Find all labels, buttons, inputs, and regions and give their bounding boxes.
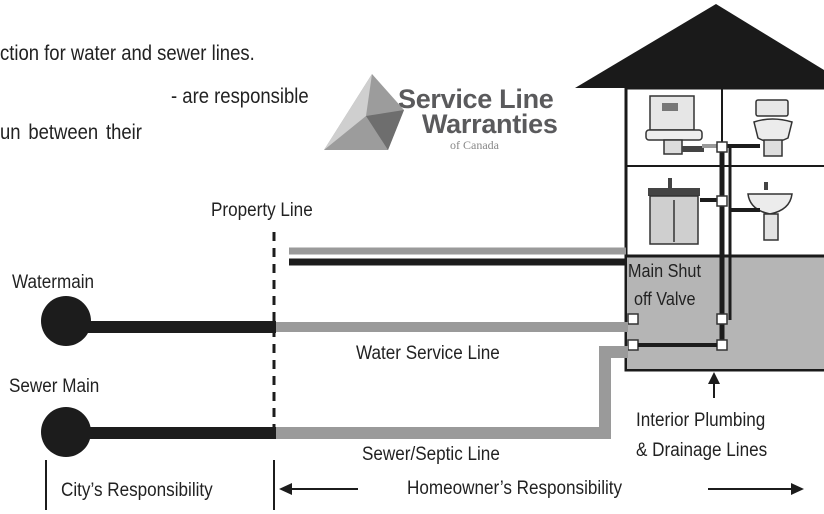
logo-line-2: Warranties [422,109,558,139]
logo-swoosh-icon [324,74,404,150]
interior-plumbing-label-2: & Drainage Lines [636,440,768,461]
arrowhead-right [791,483,804,495]
logo-line-1: Service Line [398,84,554,114]
interior-plumbing-label-1: Interior Plumbing [636,410,766,431]
logo-line-3: of Canada [450,138,499,152]
water-heater-icon [645,95,704,155]
intro-line-3: un between their [0,121,142,144]
arrowhead-up [708,372,720,384]
water-service-line-label: Water Service Line [356,343,500,364]
main-shut-off-valve-label-1: Main Shut [628,261,701,281]
logo: Service Line Warranties of Canada [398,84,568,161]
interior-plumbing [627,141,760,351]
toilet-icon [753,99,793,157]
intro-line-1: ction for water and sewer lines. [0,42,255,65]
sewer-service-segment [276,346,628,439]
arrowhead-left [279,483,292,495]
sewer-main-label: Sewer Main [9,376,100,397]
city-responsibility-label: City’s Responsibility [61,480,213,501]
vanity-sink-icon [648,178,700,245]
intro-line-2: - are responsible [171,85,309,108]
homeowner-responsibility-label: Homeowner’s Responsibility [407,478,623,499]
main-shut-off-valve-label-2: off Valve [634,289,696,309]
sewer-septic-line-label: Sewer/Septic Line [362,444,500,465]
house-roof [575,4,824,88]
property-line-label: Property Line [211,200,313,221]
watermain-label: Watermain [12,272,95,293]
